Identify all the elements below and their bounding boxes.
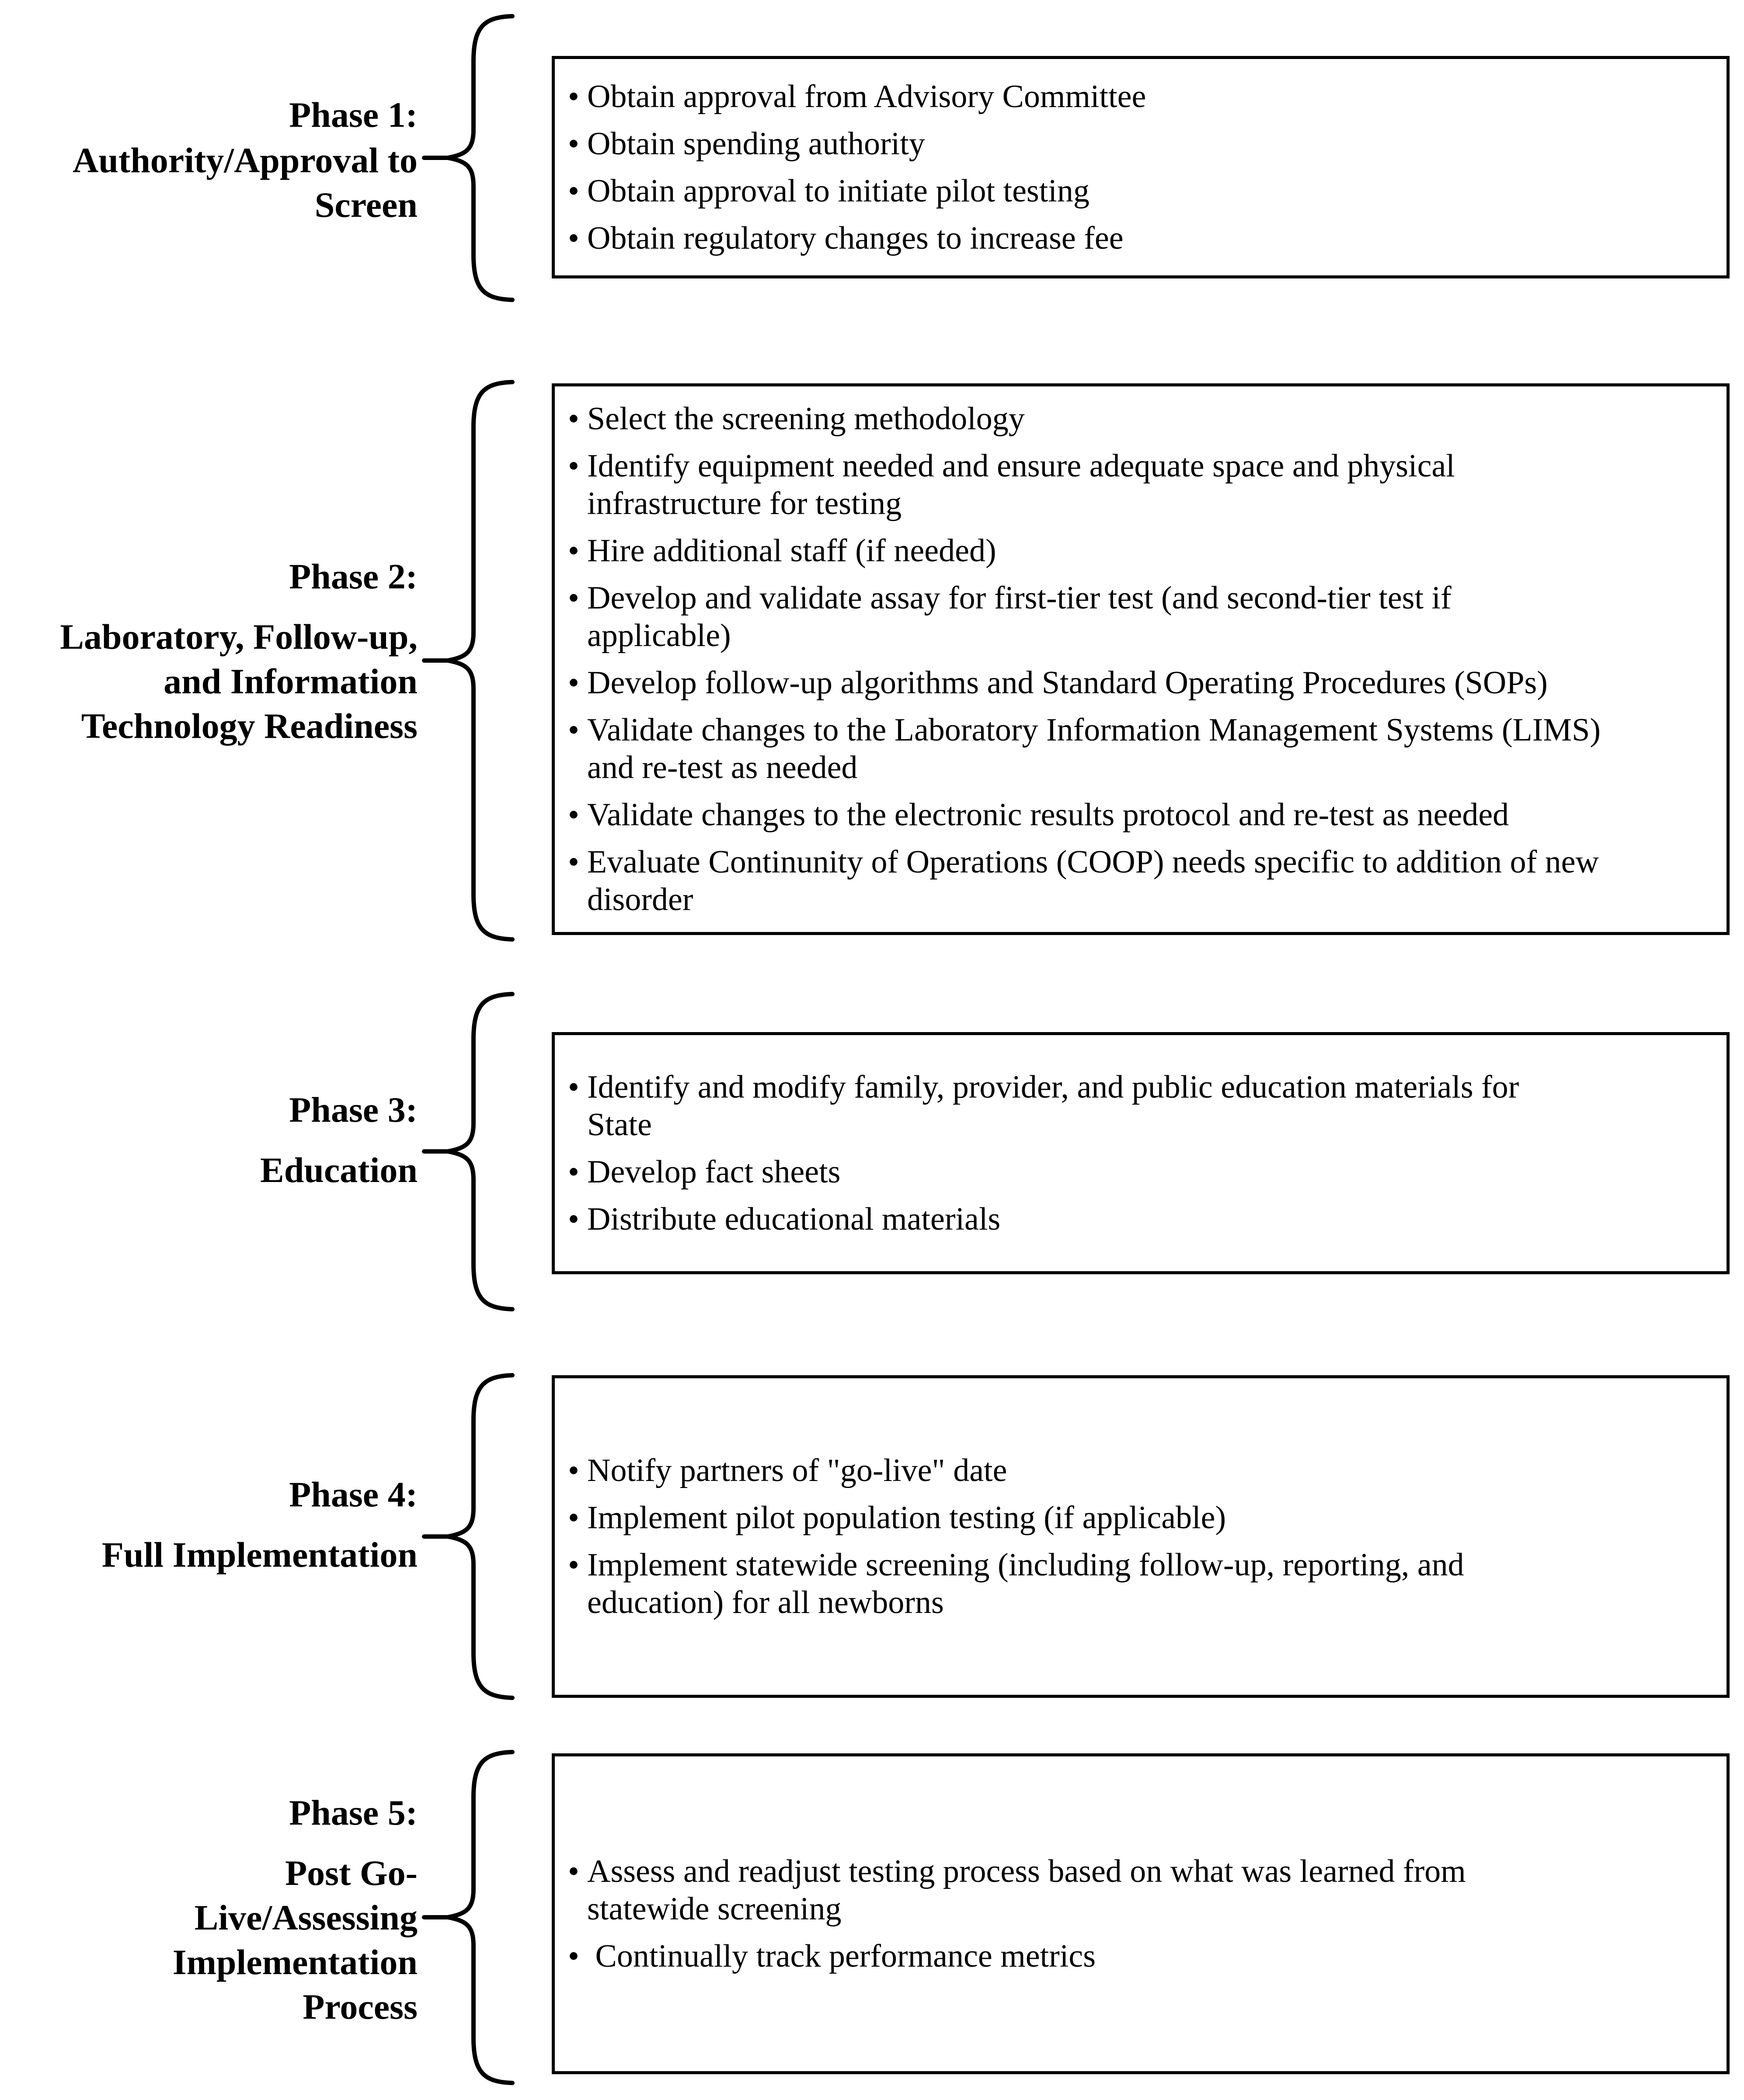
task-text: Implement pilot population testing (if a… bbox=[587, 1500, 1226, 1536]
bullet-icon: • bbox=[568, 78, 579, 115]
phase-4-label: Phase 4: Full Implementation bbox=[9, 1472, 418, 1577]
task-text: Assess and readjust testing process base… bbox=[587, 1853, 1466, 1927]
bullet-icon: • bbox=[568, 1853, 579, 1889]
task-text: Distribute educational materials bbox=[587, 1201, 1001, 1237]
task-item: • Implement pilot population testing (if… bbox=[568, 1499, 1709, 1537]
phase-1-label: Phase 1: Authority/Approval to Screen bbox=[9, 93, 418, 227]
bullet-icon: • bbox=[568, 448, 579, 484]
task-text: Identify equipment needed and ensure ade… bbox=[587, 448, 1455, 522]
task-text: Implement statewide screening (including… bbox=[587, 1547, 1464, 1620]
task-item: • Obtain regulatory changes to increase … bbox=[568, 219, 1709, 257]
bullet-icon: • bbox=[568, 712, 579, 748]
phase-5-tasks-box: • Assess and readjust testing process ba… bbox=[552, 1753, 1730, 2074]
task-item: • Identify equipment needed and ensure a… bbox=[568, 447, 1709, 522]
phase-4-heading: Phase 4: bbox=[289, 1474, 418, 1514]
task-item: • Select the screening methodology bbox=[568, 400, 1709, 438]
bullet-icon: • bbox=[568, 1069, 579, 1105]
phase-5-label-line: Live/Assessing bbox=[194, 1898, 418, 1937]
task-text: Develop fact sheets bbox=[587, 1154, 841, 1190]
phase-5-label-line: Implementation bbox=[172, 1942, 418, 1982]
bullet-icon: • bbox=[568, 797, 579, 833]
phase-2-label-line: Laboratory, Follow-up, bbox=[60, 617, 418, 657]
task-text: Develop follow-up algorithms and Standar… bbox=[587, 665, 1548, 701]
phase-5-label: Phase 5: Post Go- Live/Assessing Impleme… bbox=[9, 1791, 418, 2029]
task-text: Develop and validate assay for first-tie… bbox=[587, 580, 1452, 654]
phase-5-label-line: Process bbox=[303, 1987, 418, 2027]
task-text: Obtain regulatory changes to increase fe… bbox=[587, 220, 1124, 256]
phase-2-label-line: Technology Readiness bbox=[81, 706, 418, 746]
bullet-icon: • bbox=[568, 1547, 579, 1583]
task-item: • Assess and readjust testing process ba… bbox=[568, 1853, 1709, 1928]
task-item: • Continually track performance metrics bbox=[568, 1937, 1709, 1975]
left-curly-brace-icon bbox=[422, 992, 515, 1311]
bullet-icon: • bbox=[568, 1938, 579, 1974]
phase-3-tasks-box: • Identify and modify family, provider, … bbox=[552, 1032, 1730, 1274]
task-item: • Develop follow-up algorithms and Stand… bbox=[568, 664, 1709, 702]
task-item: • Validate changes to the electronic res… bbox=[568, 796, 1709, 834]
bullet-icon: • bbox=[568, 1154, 579, 1190]
phase-1-heading: Phase 1: bbox=[289, 95, 418, 135]
task-item: • Implement statewide screening (includi… bbox=[568, 1546, 1709, 1621]
left-curly-brace-icon bbox=[422, 14, 515, 302]
phase-3-heading: Phase 3: bbox=[289, 1090, 418, 1130]
phase-3-label-line: Education bbox=[260, 1150, 418, 1190]
bullet-icon: • bbox=[568, 125, 579, 162]
task-text: Identify and modify family, provider, an… bbox=[587, 1069, 1519, 1143]
bullet-icon: • bbox=[568, 1201, 579, 1237]
phase-4-tasks-box: • Notify partners of "go-live" date • Im… bbox=[552, 1375, 1730, 1698]
task-text: Validate changes to the electronic resul… bbox=[587, 797, 1509, 833]
bullet-icon: • bbox=[568, 173, 579, 209]
phase-2-label: Phase 2: Laboratory, Follow-up, and Info… bbox=[9, 554, 418, 748]
bullet-icon: • bbox=[568, 844, 579, 880]
task-item: • Identify and modify family, provider, … bbox=[568, 1068, 1709, 1144]
task-item: • Distribute educational materials bbox=[568, 1200, 1709, 1238]
phase-4-label-line: Full Implementation bbox=[101, 1535, 418, 1575]
bullet-icon: • bbox=[568, 1500, 579, 1536]
task-text: Continually track performance metrics bbox=[587, 1938, 1096, 1974]
bullet-icon: • bbox=[568, 665, 579, 701]
task-text: Notify partners of "go-live" date bbox=[587, 1453, 1007, 1488]
bullet-icon: • bbox=[568, 220, 579, 256]
bullet-icon: • bbox=[568, 401, 579, 437]
left-curly-brace-icon bbox=[422, 1373, 515, 1700]
task-text: Validate changes to the Laboratory Infor… bbox=[587, 712, 1601, 786]
bullet-icon: • bbox=[568, 580, 579, 616]
phase-5-label-line: Post Go- bbox=[285, 1853, 418, 1893]
phase-1-tasks-box: • Obtain approval from Advisory Committe… bbox=[552, 56, 1730, 278]
task-item: • Develop and validate assay for first-t… bbox=[568, 579, 1709, 654]
task-item: • Validate changes to the Laboratory Inf… bbox=[568, 711, 1709, 786]
task-item: • Develop fact sheets bbox=[568, 1153, 1709, 1191]
left-curly-brace-icon bbox=[422, 1750, 515, 2085]
task-item: • Obtain spending authority bbox=[568, 125, 1709, 163]
phase-2-heading: Phase 2: bbox=[289, 556, 418, 596]
bullet-icon: • bbox=[568, 1453, 579, 1488]
task-item: • Evaluate Continunity of Operations (CO… bbox=[568, 843, 1709, 918]
left-curly-brace-icon bbox=[422, 380, 515, 942]
task-item: • Obtain approval from Advisory Committe… bbox=[568, 78, 1709, 115]
task-text: Select the screening methodology bbox=[587, 401, 1025, 437]
phase-5-heading: Phase 5: bbox=[289, 1793, 418, 1832]
task-text: Obtain approval to initiate pilot testin… bbox=[587, 173, 1090, 209]
phase-2-tasks-box: • Select the screening methodology • Ide… bbox=[552, 383, 1730, 935]
phase-2-label-line: and Information bbox=[164, 661, 418, 701]
task-text: Obtain approval from Advisory Committee bbox=[587, 78, 1146, 115]
phase-3-label: Phase 3: Education bbox=[9, 1088, 418, 1193]
task-text: Hire additional staff (if needed) bbox=[587, 533, 996, 569]
task-text: Obtain spending authority bbox=[587, 125, 925, 162]
task-item: • Hire additional staff (if needed) bbox=[568, 532, 1709, 570]
phase-1-label-line: Screen bbox=[314, 185, 418, 225]
task-item: • Obtain approval to initiate pilot test… bbox=[568, 172, 1709, 210]
task-text: Evaluate Continunity of Operations (COOP… bbox=[587, 844, 1599, 918]
task-item: • Notify partners of "go-live" date bbox=[568, 1452, 1709, 1489]
bullet-icon: • bbox=[568, 533, 579, 569]
phase-1-label-line: Authority/Approval to bbox=[73, 140, 418, 180]
